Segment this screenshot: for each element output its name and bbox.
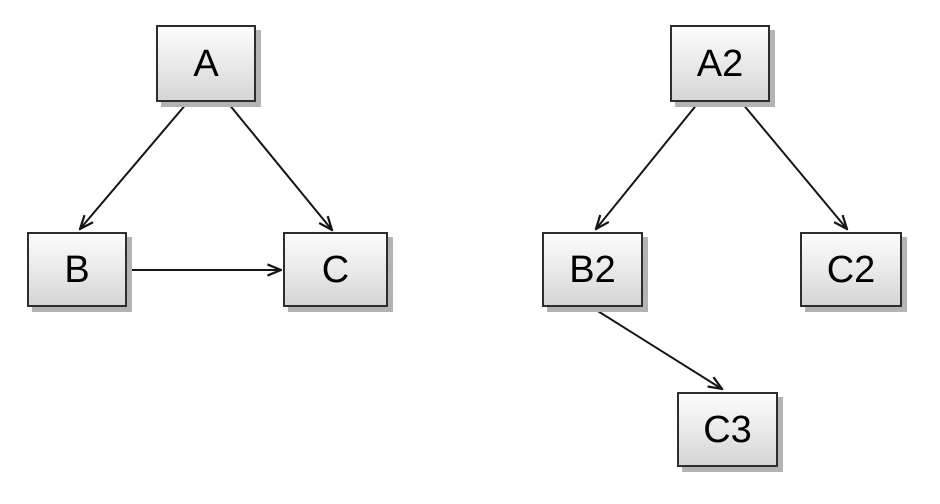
- edge-A2-B2: [596, 102, 699, 229]
- node-C2[interactable]: C2: [800, 232, 902, 307]
- edge-A-C: [227, 102, 332, 230]
- node-label-B2: B2: [569, 248, 616, 291]
- node-B2[interactable]: B2: [542, 232, 643, 307]
- edge-A-B: [80, 102, 188, 229]
- node-A[interactable]: A: [156, 25, 256, 102]
- node-label-C: C: [321, 248, 350, 291]
- node-C[interactable]: C: [283, 232, 388, 307]
- edge-B2-C3: [592, 307, 722, 389]
- node-label-C3: C3: [703, 408, 752, 451]
- node-label-C2: C2: [826, 248, 876, 291]
- node-label-A: A: [193, 42, 219, 85]
- node-label-B: B: [64, 248, 90, 291]
- node-A2[interactable]: A2: [670, 25, 770, 102]
- node-label-A2: A2: [696, 42, 744, 85]
- node-C3[interactable]: C3: [677, 392, 778, 467]
- node-B[interactable]: B: [27, 232, 127, 307]
- edge-A2-C2: [741, 102, 847, 229]
